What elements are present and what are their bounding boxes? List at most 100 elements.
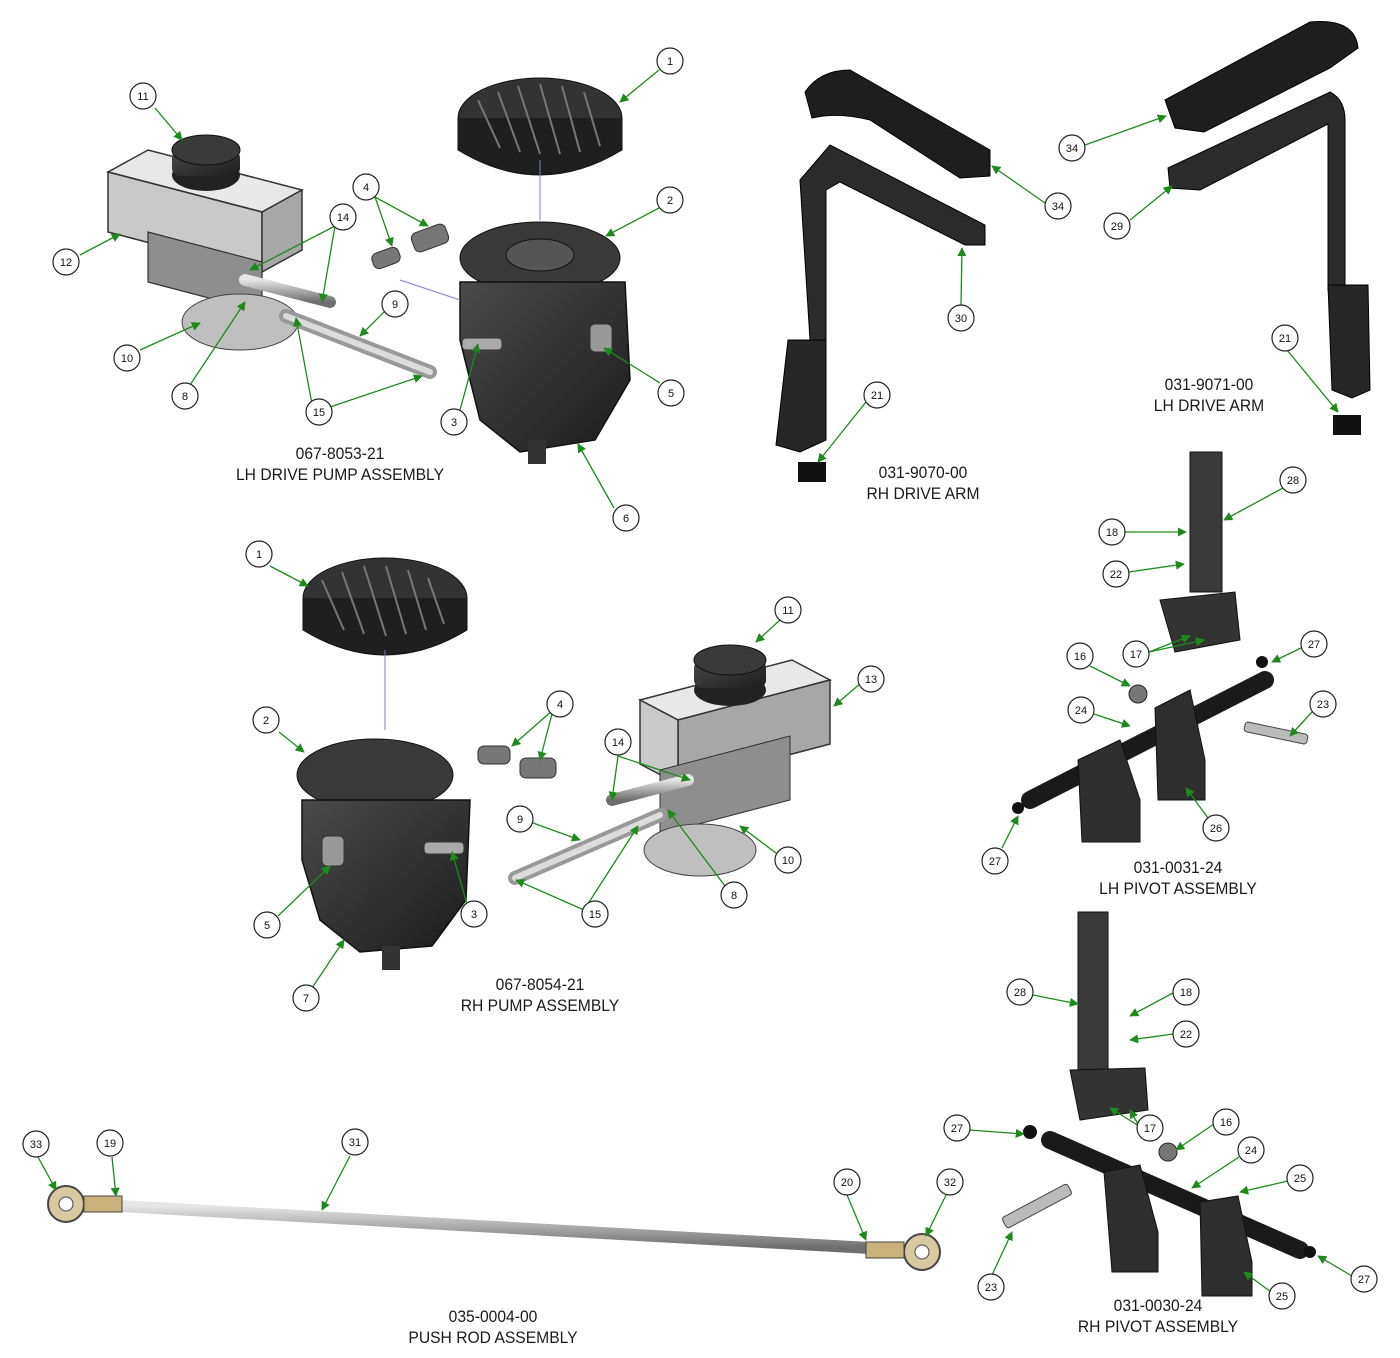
assembly-caption-lh-pivot: 031-0031-24 LH PIVOT ASSEMBLY	[1095, 857, 1261, 899]
callout: 12	[52, 248, 80, 276]
callout: 9	[381, 290, 409, 318]
assembly-name: RH PUMP ASSEMBLY	[460, 996, 620, 1015]
callout: 6	[612, 504, 640, 532]
assembly-name: LH PIVOT ASSEMBLY	[1099, 879, 1257, 898]
svg-text:6: 6	[623, 513, 629, 525]
lh-drive-arm-drawing	[1164, 21, 1371, 435]
svg-text:34: 34	[1052, 201, 1064, 213]
svg-text:8: 8	[182, 391, 188, 403]
svg-text:16: 16	[1074, 651, 1086, 663]
svg-text:10: 10	[782, 855, 794, 867]
callout: 14	[329, 203, 357, 231]
callout: 4	[352, 173, 380, 201]
callout: 8	[171, 382, 199, 410]
svg-text:18: 18	[1180, 987, 1192, 999]
push-rod-drawing	[47, 1185, 941, 1271]
callout: 27	[1300, 630, 1328, 658]
svg-text:22: 22	[1180, 1029, 1192, 1041]
leader-lines	[37, 69, 1353, 1293]
callout: 34	[1044, 192, 1072, 220]
callout: 18	[1172, 978, 1200, 1006]
callout: 1	[245, 540, 273, 568]
svg-text:24: 24	[1075, 705, 1087, 717]
svg-text:25: 25	[1276, 1291, 1288, 1303]
svg-text:27: 27	[1358, 1274, 1370, 1286]
svg-text:27: 27	[951, 1123, 963, 1135]
callout: 17	[1136, 1114, 1164, 1142]
svg-text:19: 19	[104, 1138, 116, 1150]
lh-drive-pump-drawing	[105, 77, 631, 464]
callout: 10	[774, 846, 802, 874]
svg-text:15: 15	[313, 407, 325, 419]
callout: 2	[656, 186, 684, 214]
svg-text:33: 33	[30, 1139, 42, 1151]
callout: 15	[305, 398, 333, 426]
callout: 27	[981, 847, 1009, 875]
lh-pivot-drawing	[1012, 451, 1309, 843]
callout: 31	[341, 1128, 369, 1156]
callout: 3	[440, 408, 468, 436]
svg-text:13: 13	[865, 674, 877, 686]
svg-text:28: 28	[1287, 475, 1299, 487]
callout: 22	[1102, 560, 1130, 588]
callout: 17	[1122, 640, 1150, 668]
assembly-caption-lh-drive-arm: 031-9071-00 LH DRIVE ARM	[1140, 374, 1278, 416]
svg-text:23: 23	[1317, 699, 1329, 711]
svg-text:20: 20	[841, 1177, 853, 1189]
svg-text:12: 12	[60, 257, 72, 269]
callout: 28	[1006, 978, 1034, 1006]
svg-text:1: 1	[256, 549, 262, 561]
svg-text:32: 32	[944, 1177, 956, 1189]
svg-text:16: 16	[1220, 1117, 1232, 1129]
svg-text:14: 14	[612, 737, 624, 749]
callout: 3	[460, 900, 488, 928]
svg-text:2: 2	[667, 195, 673, 207]
svg-text:15: 15	[589, 909, 601, 921]
svg-text:5: 5	[668, 388, 674, 400]
callout: 11	[774, 596, 802, 624]
part-number: 031-0031-24	[1133, 858, 1223, 877]
callout: 23	[977, 1273, 1005, 1301]
callout: 24	[1237, 1136, 1265, 1164]
callout: 18	[1098, 518, 1126, 546]
callout: 11	[129, 82, 157, 110]
svg-text:26: 26	[1210, 823, 1222, 835]
callout: 28	[1279, 466, 1307, 494]
callout: 29	[1103, 212, 1131, 240]
callout: 20	[833, 1168, 861, 1196]
callout: 27	[1350, 1265, 1378, 1293]
assembly-caption-lh-drive-pump: 067-8053-21 LH DRIVE PUMP ASSEMBLY	[225, 443, 455, 485]
assembly-name: LH DRIVE ARM	[1153, 396, 1265, 415]
callout: 33	[22, 1130, 50, 1158]
svg-text:10: 10	[121, 353, 133, 365]
svg-text:17: 17	[1144, 1123, 1156, 1135]
callout: 5	[253, 911, 281, 939]
part-number: 035-0004-00	[448, 1307, 538, 1326]
assembly-name: RH PIVOT ASSEMBLY	[1077, 1317, 1239, 1336]
callout: 32	[936, 1168, 964, 1196]
callout: 7	[292, 984, 320, 1012]
part-number: 067-8054-21	[495, 975, 585, 994]
svg-text:11: 11	[782, 605, 793, 617]
svg-text:7: 7	[303, 993, 309, 1005]
callout: 5	[657, 379, 685, 407]
callout: 16	[1066, 642, 1094, 670]
svg-text:28: 28	[1014, 987, 1026, 999]
svg-text:2: 2	[263, 715, 269, 727]
svg-text:18: 18	[1106, 527, 1118, 539]
callout: 14	[604, 728, 632, 756]
assembly-name: RH DRIVE ARM	[866, 484, 980, 503]
svg-text:21: 21	[1279, 333, 1291, 345]
assembly-caption-rh-drive-arm: 031-9070-00 RH DRIVE ARM	[854, 462, 992, 504]
svg-text:9: 9	[392, 299, 398, 311]
assembly-name: PUSH ROD ASSEMBLY	[408, 1328, 578, 1347]
callout: 15	[581, 900, 609, 928]
svg-text:5: 5	[264, 920, 270, 932]
svg-text:27: 27	[1308, 639, 1320, 651]
svg-text:4: 4	[363, 182, 369, 194]
svg-text:9: 9	[517, 814, 523, 826]
assembly-caption-push-rod: 035-0004-00 PUSH ROD ASSEMBLY	[401, 1306, 585, 1348]
svg-text:27: 27	[989, 856, 1001, 868]
